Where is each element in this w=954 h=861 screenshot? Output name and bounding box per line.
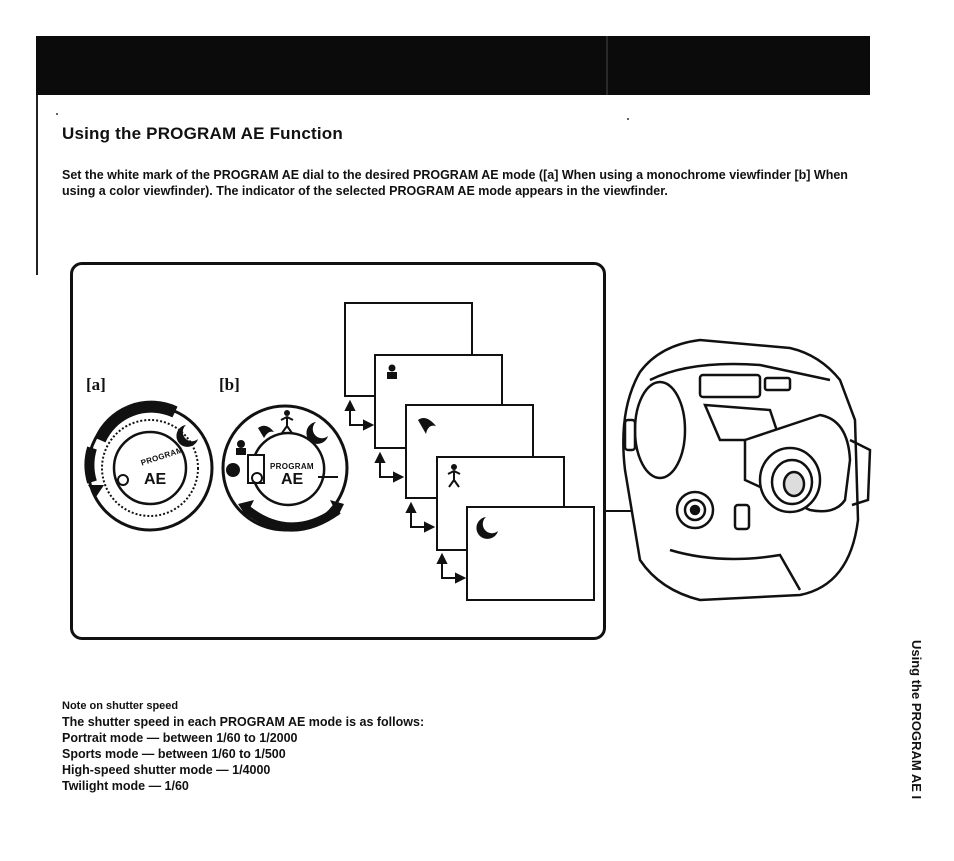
dial-b-ring-text: PROGRAM [270,462,314,471]
camcorder-illustration [622,338,872,602]
scan-dot [627,118,629,120]
header-bar [36,36,870,95]
instructions-paragraph: Set the white mark of the PROGRAM AE dia… [62,168,848,198]
note-intro: The shutter speed in each PROGRAM AE mod… [62,715,425,729]
dial-b-label: [b] [219,375,240,394]
section-title: Using the PROGRAM AE Function [62,124,343,143]
note-line: Portrait mode — between 1/60 to 1/2000 [62,731,298,745]
note-heading: Note on shutter speed [62,700,179,712]
dial-b-center-text: AE [281,471,304,488]
note-line: High-speed shutter mode — 1/4000 [62,763,271,777]
note-line: Twilight mode — 1/60 [62,779,189,793]
shutter-speed-note: Note on shutter speed The shutter speed … [62,698,424,794]
figure-frame [70,262,606,640]
note-line: Sports mode — between 1/60 to 1/500 [62,747,286,761]
scan-dot [56,113,58,115]
dial-a-center-text: AE [144,471,167,488]
header-divider [606,36,608,95]
dial-a-label: [a] [86,375,106,394]
left-margin-rule [36,95,38,275]
side-tab: Using the PROGRAM AE I [909,640,924,800]
